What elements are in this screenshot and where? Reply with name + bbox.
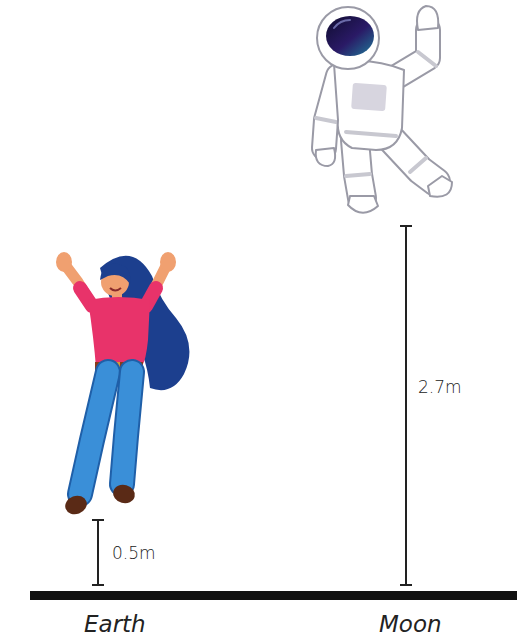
surface-label: Earth [84,613,146,636]
moon-dimension [400,226,412,585]
earth-dimension [92,520,104,585]
dimension-label: 0.5m [112,545,156,562]
girl-figure [56,252,189,517]
ground-line [30,591,517,600]
dimension-label: 2.7m [418,379,462,396]
astronaut-figure [316,6,452,213]
surface-label: Moon [379,613,442,636]
